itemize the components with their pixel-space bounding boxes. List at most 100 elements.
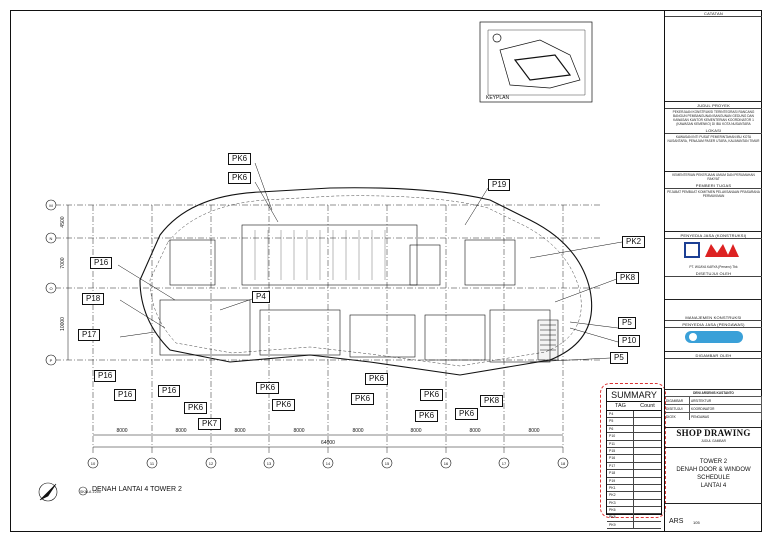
summary-row-tag: P19 [609, 478, 616, 483]
summary-row-tag: P15 [609, 448, 616, 453]
summary-row-tag: P16 [609, 456, 616, 461]
judul-proyek-header: JUDUL PROYEK [665, 102, 762, 109]
title-block-row-value: PENGAWAS [690, 413, 762, 420]
judul-proyek-section: JUDUL PROYEK PEKERJAAN KONSTRUKSI TERINT… [665, 102, 762, 172]
grid-row-label: M [49, 203, 52, 208]
penyedia-header: PENYEDIA JASA (KONSTRUKSI) [665, 232, 762, 239]
summary-row: P10 [607, 433, 662, 441]
door-tag: P16 [94, 370, 117, 382]
summary-row: PK1 [607, 484, 662, 493]
dim-bay-7: 8000 [469, 428, 480, 434]
door-tag: PK8 [616, 272, 640, 284]
summary-row-count [632, 492, 662, 499]
door-tag: P18 [82, 293, 105, 305]
summary-row-count [632, 462, 662, 470]
building-outline [139, 187, 593, 376]
door-tag: PK7 [198, 418, 222, 430]
summary-row-count [632, 411, 662, 418]
door-tag: PK6 [415, 410, 439, 422]
dim-total: 64000 [321, 440, 335, 446]
summary-row: PK6 [607, 507, 662, 515]
lokasi-text: KAWASAN INTI PUSAT PEMERINTAHAN IBU KOTA… [667, 135, 760, 143]
disetujui-header: DISETUJUI OLEH [665, 270, 762, 277]
summary-row: PK3 [607, 499, 662, 508]
summary-col-tag: TAG [615, 403, 626, 409]
grid-col-label: 14 [326, 461, 331, 466]
dim-bay-2: 8000 [175, 428, 186, 434]
sheet-number-section: ARS 105 [665, 504, 762, 532]
grid-bubbles [45, 199, 569, 469]
dim-bay-8: 8000 [528, 428, 539, 434]
grid-col-label: 13 [267, 461, 272, 466]
door-tag: P10 [618, 335, 641, 347]
schedule-title: DENAH DOOR & WINDOW SCHEDULE [676, 467, 751, 481]
summary-row-tag: P10 [609, 434, 616, 439]
summary-row-count [632, 484, 662, 492]
summary-row-count [632, 507, 662, 514]
dim-left-b: 7000 [60, 257, 66, 268]
summary-row: P4 [607, 411, 662, 419]
drawing-subtitle: JUDUL GAMBAR [701, 439, 726, 443]
dim-bay-5: 8000 [352, 428, 363, 434]
summary-row-tag: PK9 [609, 522, 616, 527]
pengawas-logo [685, 331, 743, 343]
pemberi-tugas-text: PEJABAT PEMBUAT KOMITMEN PELAKSANAAN PRA… [667, 190, 760, 198]
door-tag: PK6 [420, 389, 444, 401]
title-block: CATATAN JUDUL PROYEK PEKERJAAN KONSTRUKS… [664, 10, 762, 532]
grid-col-label: 15 [385, 461, 390, 466]
owner-text: KEMENTERIAN PEKERJAAN UMUM DAN PERUMAHAN… [672, 173, 755, 181]
summary-row-count [632, 470, 662, 477]
summary-row-tag: PK6 [609, 508, 616, 513]
summary-row-count [632, 499, 662, 507]
door-tag: P16 [114, 389, 137, 401]
digambar-header: DIGAMBAR OLEH [665, 352, 762, 359]
owner-section: KEMENTERIAN PEKERJAAN UMUM DAN PERUMAHAN… [665, 172, 762, 232]
title-block-row-key: DISETUJUI [665, 405, 690, 412]
grid-row-label: O [49, 286, 52, 291]
summary-row-tag: P11 [609, 441, 615, 446]
summary-title: SUMMARY [607, 389, 661, 402]
contractor-logo [684, 242, 739, 258]
door-tag: PK6 [365, 373, 389, 385]
scale-text: SKALA 1:200 [80, 490, 101, 494]
summary-row-tag: PK3 [609, 500, 616, 505]
judul-proyek-text: PEKERJAAN KONSTRUKSI TERINTEGRASI RANCAN… [672, 110, 755, 126]
interior-rooms [159, 224, 559, 363]
summary-row: PK8 [607, 514, 662, 522]
summary-row-tag: P5 [609, 419, 614, 424]
summary-row: P18 [607, 470, 662, 478]
summary-row-count [632, 514, 662, 521]
drawing-type: SHOP DRAWING [676, 428, 751, 438]
door-tag: P4 [252, 291, 270, 303]
lokasi-header: LOKASI [665, 127, 762, 134]
summary-row-count [632, 433, 662, 440]
summary-row-count [632, 477, 662, 484]
dim-bay-6: 8000 [410, 428, 421, 434]
discipline-code: ARS [669, 518, 684, 525]
grid-row-label: P [50, 358, 53, 363]
door-tag: P5 [610, 352, 628, 364]
keyplan [479, 21, 593, 103]
summary-row: P11 [607, 440, 661, 448]
summary-row-count [632, 455, 662, 462]
grid-col-label: 12 [209, 461, 214, 466]
mk-section: MANAJEMEN KONSTRUKSI PENYEDIA JASA (PENG… [665, 300, 762, 352]
summary-row-tag: PK2 [609, 493, 616, 498]
door-tag: PK6 [228, 172, 252, 184]
summary-col-count: Count [640, 403, 655, 409]
keyplan-label: KEYPLAN [486, 95, 510, 101]
drawing-type-section: SHOP DRAWING JUDUL GAMBAR [665, 428, 762, 448]
sheet-number: 105 [693, 520, 700, 525]
door-tag: P16 [90, 257, 113, 269]
dim-left-a: 4500 [60, 216, 66, 227]
dim-bay-4: 8000 [293, 428, 304, 434]
summary-row-tag: P18 [609, 471, 616, 476]
door-tag: P5 [618, 317, 636, 329]
drawing-title-section: TOWER 2 DENAH DOOR & WINDOW SCHEDULE LAN… [665, 448, 762, 504]
door-tag: P16 [158, 385, 181, 397]
north-arrow [38, 482, 88, 502]
